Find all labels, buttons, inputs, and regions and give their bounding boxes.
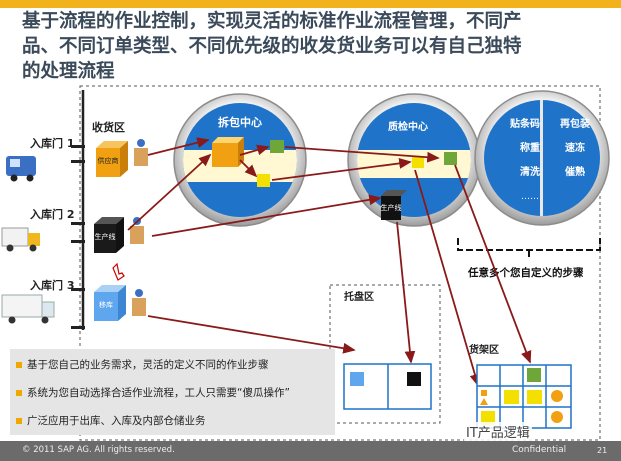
gate-label-3: 入库门 3: [30, 278, 74, 292]
footer-confidential: Confidential: [512, 445, 567, 455]
shelf-rack: [476, 364, 572, 429]
unpack-orange-box: [212, 143, 238, 167]
step-label-weigh: 称重: [520, 141, 540, 154]
step-label-freeze: 速冻: [565, 141, 585, 154]
bullet-item-2: 系统为您自动选择合适作业流程，工人只需要“傻瓜操作”: [16, 385, 290, 400]
bullet-text-1: 基于您自己的业务需求，灵活的定义不同的作业步骤: [27, 359, 269, 371]
gate-marker-1b: [71, 160, 85, 163]
truck-icon-3: [1, 294, 55, 324]
custom-steps-brace: [457, 238, 601, 258]
flow-arrows: [127, 137, 532, 387]
truck-icon-2: [1, 227, 40, 252]
title-line-3: 的处理流程: [22, 61, 115, 82]
pallet-area-label: 托盘区: [344, 290, 374, 303]
gate-marker-3b: [71, 326, 85, 329]
top-accent-bar: [0, 0, 621, 8]
slide-title: 基于流程的作业控制，实现灵活的标准作业流程管理，不同产 品、不同订单类型、不同优…: [22, 9, 602, 84]
watermark-text: IT产品逻辑: [464, 422, 532, 441]
custom-steps-label: 任意多个您自定义的步骤: [467, 266, 584, 279]
supplier-box: 供应商: [96, 141, 128, 177]
qc-production-box-label: 生产线: [381, 203, 402, 212]
unpack-center-label: 拆包中心: [218, 115, 262, 129]
step-label-etc: ……: [521, 192, 539, 202]
title-line-2: 品、不同订单类型、不同优先级的收发货业务可以有自己独特: [22, 36, 522, 57]
warehouse-boundary: [79, 85, 601, 441]
worker-icon-3: [132, 289, 146, 316]
step-label-ripen: 催熟: [565, 165, 585, 178]
gate-label-2: 入库门 2: [30, 207, 74, 221]
gate-marker-2b: [71, 240, 85, 243]
production-line-box-label: 生产线: [95, 232, 116, 241]
pallet-black-box: [407, 372, 421, 386]
bullet-item-1: 基于您自己的业务需求，灵活的定义不同的作业步骤: [16, 357, 269, 372]
gate-marker-3: [71, 288, 85, 291]
unpack-green-box: [270, 140, 284, 153]
gate-label-1: 入库门 1: [30, 136, 74, 150]
worker-icon-1: [134, 139, 148, 166]
qc-green-box: [444, 152, 457, 165]
qc-production-box: [381, 196, 401, 220]
footer-copyright: © 2011 SAP AG. All rights reserved.: [22, 445, 175, 455]
unpack-yellow-box: [257, 174, 270, 187]
title-line-1: 基于流程的作业控制，实现灵活的标准作业流程管理，不同产: [22, 11, 522, 32]
gate-marker-1: [71, 145, 85, 148]
truck-icon-1: [6, 156, 36, 182]
qc-center-circle: 质检中心 生产线: [347, 93, 481, 227]
gate-marker-2: [71, 222, 85, 225]
transfer-box: 移库: [94, 285, 126, 321]
production-line-box: 生产线: [94, 217, 124, 253]
bullet-panel: 基于您自己的业务需求，灵活的定义不同的作业步骤 系统为您自动选择合适作业流程，工…: [10, 349, 335, 435]
receiving-area-label: 收货区: [92, 120, 125, 134]
qc-center-label: 质检中心: [388, 120, 428, 133]
footer-bar: [0, 441, 621, 461]
hand-cursor-icon: [112, 262, 125, 281]
supplier-box-label: 供应商: [98, 156, 119, 165]
bullet-text-3: 广泛应用于出库、入库及内部仓储业务: [27, 415, 206, 427]
bullet-item-3: 广泛应用于出库、入库及内部仓储业务: [16, 413, 206, 428]
step-label-repack: 再包装: [560, 117, 590, 130]
custom-steps-circle: 贴条码 称重 清洗 …… 再包装 速冻 催熟: [474, 90, 610, 226]
bullet-text-2: 系统为您自动选择合适作业流程，工人只需要“傻瓜操作”: [27, 387, 290, 399]
step-label-wash: 清洗: [520, 165, 540, 178]
step-label-barcode: 贴条码: [509, 117, 540, 130]
footer-page-number: 21: [597, 446, 608, 455]
qc-yellow-box: [412, 156, 424, 168]
transfer-box-label: 移库: [99, 300, 113, 309]
pallet-blue-box: [350, 372, 364, 386]
shelf-area-label: 货架区: [469, 343, 499, 356]
